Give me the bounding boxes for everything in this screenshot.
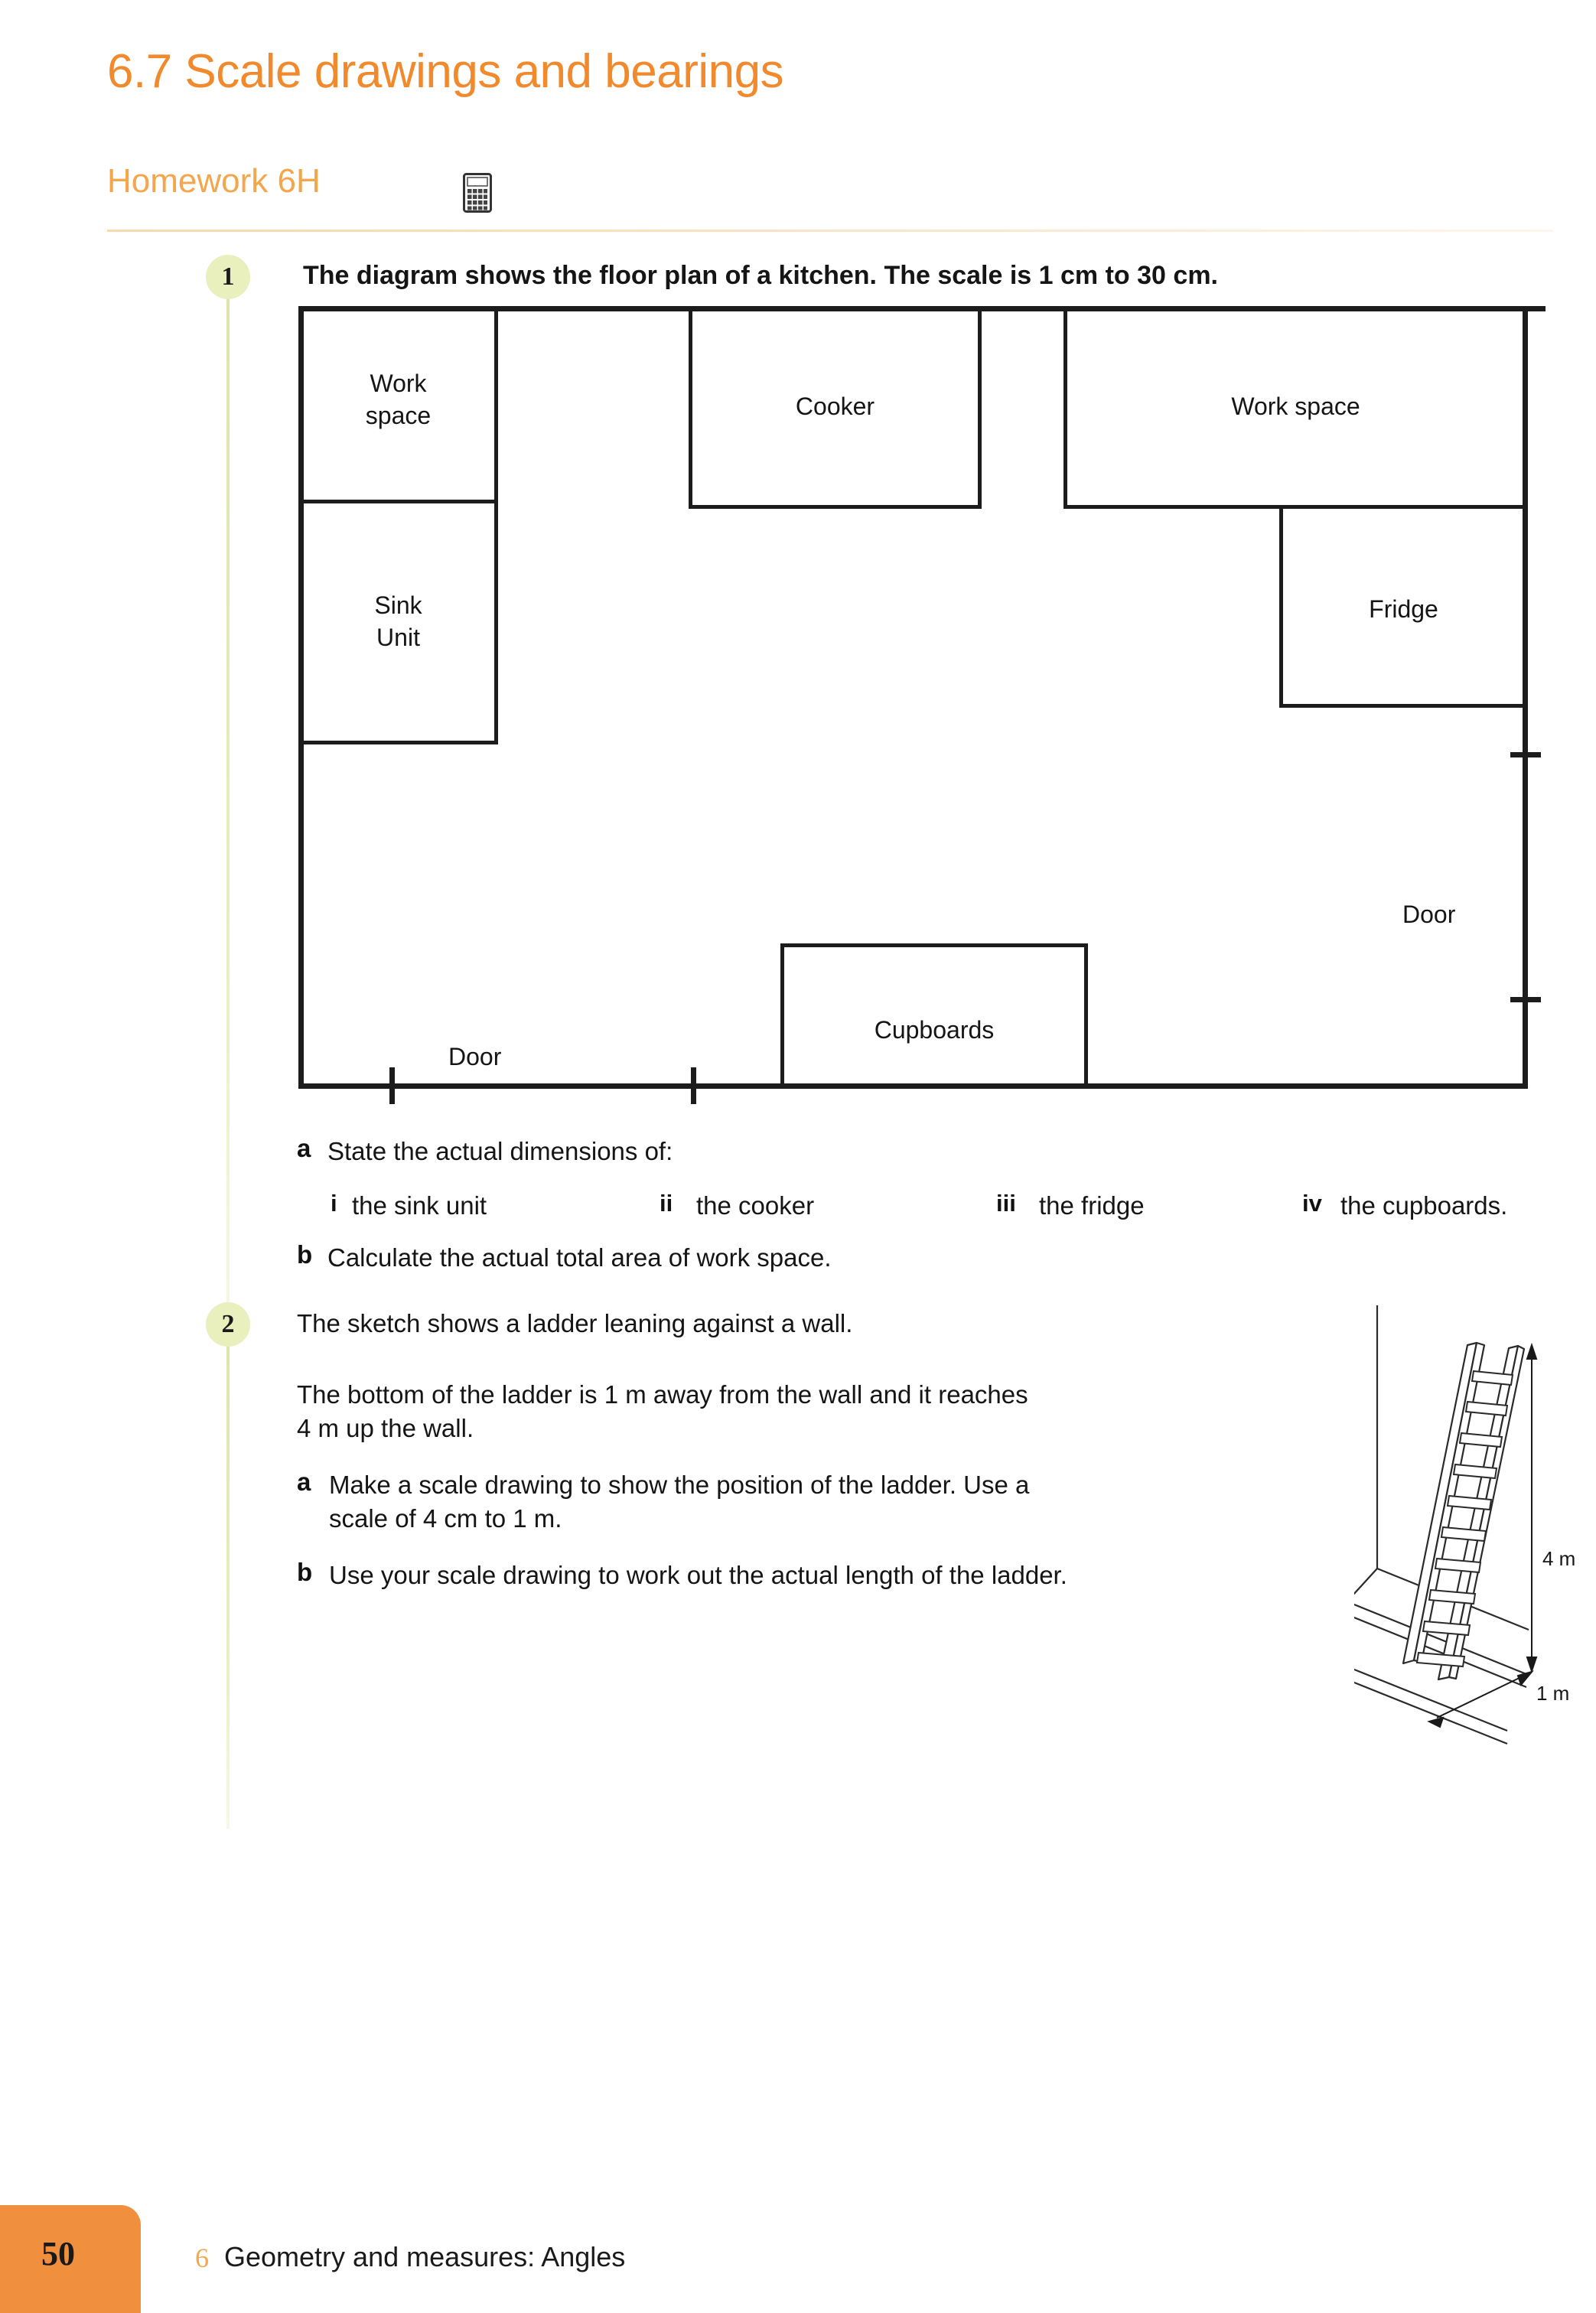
unit-label-cupboards: Cupboards [874,1016,995,1044]
question-2-part-a-line-1: Make a scale drawing to show the positio… [329,1471,1030,1499]
header-divider [107,230,1553,232]
question-1-stem: The diagram shows the floor plan of a ki… [303,261,1218,290]
homework-label: Homework 6H [107,162,321,200]
footer-page-tab [0,2205,141,2313]
question-1-part-a-iii-numeral: iii [996,1190,1016,1217]
question-1-part-a-i-numeral: i [331,1190,337,1217]
question-1-part-a-text: State the actual dimensions of: [327,1137,673,1165]
ladder-base-label: 1 m [1536,1682,1570,1705]
door-label-bottom: Door [448,1043,502,1070]
unit-cooker [689,306,982,509]
question-2-stem-line-3: 4 m up the wall. [297,1414,474,1442]
question-1-spine [226,275,230,1331]
unit-label-sink: Sink Unit [298,589,498,653]
question-1-part-a-i-text: the sink unit [352,1191,487,1220]
calculator-icon [463,173,492,213]
kitchen-floor-plan-diagram: Work space Sink Unit Cooker Work space F… [298,306,1546,1104]
question-2-stem-line-2: The bottom of the ladder is 1 m away fro… [297,1380,1028,1409]
question-1-part-a-ii-text: the cooker [696,1191,815,1220]
unit-label-fridge: Fridge [1369,595,1438,623]
unit-sink [298,500,498,744]
unit-fridge [1279,505,1528,708]
door-tick-right-bottom [1510,997,1541,1002]
question-1-part-a-iv-text: the cupboards. [1340,1191,1508,1220]
question-1-part-a-iv-numeral: iv [1302,1190,1322,1217]
page-number: 50 [41,2235,75,2272]
door-tick-bottom-right [691,1067,696,1104]
question-2-part-b-letter: b [297,1558,313,1586]
unit-label-work-space-left: Work space [298,367,498,432]
door-tick-right-top [1510,752,1541,757]
question-1-part-a-iii-text: the fridge [1039,1191,1145,1220]
unit-label-work-space-right: Work space [1231,393,1360,420]
work-space-left-line1: Work [370,370,427,397]
ladder-sketch-diagram: 4 m 1 m [1350,1301,1591,1852]
footer-chapter-title: Geometry and measures: Angles [224,2241,626,2272]
footer-chapter-number: 6 [195,2243,209,2273]
door-label-right: Door [1402,901,1456,928]
question-2-stem-line-1: The sketch shows a ladder leaning agains… [297,1309,853,1337]
door-tick-bottom-left [389,1067,395,1104]
question-1-part-a-letter: a [297,1134,311,1162]
sink-line1: Sink [374,591,422,619]
page-title: 6.7 Scale drawings and bearings [107,45,784,98]
question-2-number: 2 [206,1302,250,1347]
question-2-part-b-line-1: Use your scale drawing to work out the a… [329,1561,1067,1589]
question-2-spine [226,1324,230,1829]
question-2-part-a-line-2: scale of 4 cm to 1 m. [329,1504,562,1533]
sink-line2b: Unit [376,624,420,651]
unit-label-cooker: Cooker [795,393,875,420]
unit-cupboards [780,943,1088,1089]
work-space-left-line2: space [365,402,432,429]
question-1-part-a-ii-numeral: ii [660,1190,673,1217]
question-2-part-a-letter: a [297,1468,311,1496]
question-1-part-b-letter: b [297,1240,313,1269]
ladder-height-label: 4 m [1542,1547,1576,1570]
question-1-number: 1 [206,255,250,299]
question-1-part-b-text: Calculate the actual total area of work … [327,1243,832,1272]
